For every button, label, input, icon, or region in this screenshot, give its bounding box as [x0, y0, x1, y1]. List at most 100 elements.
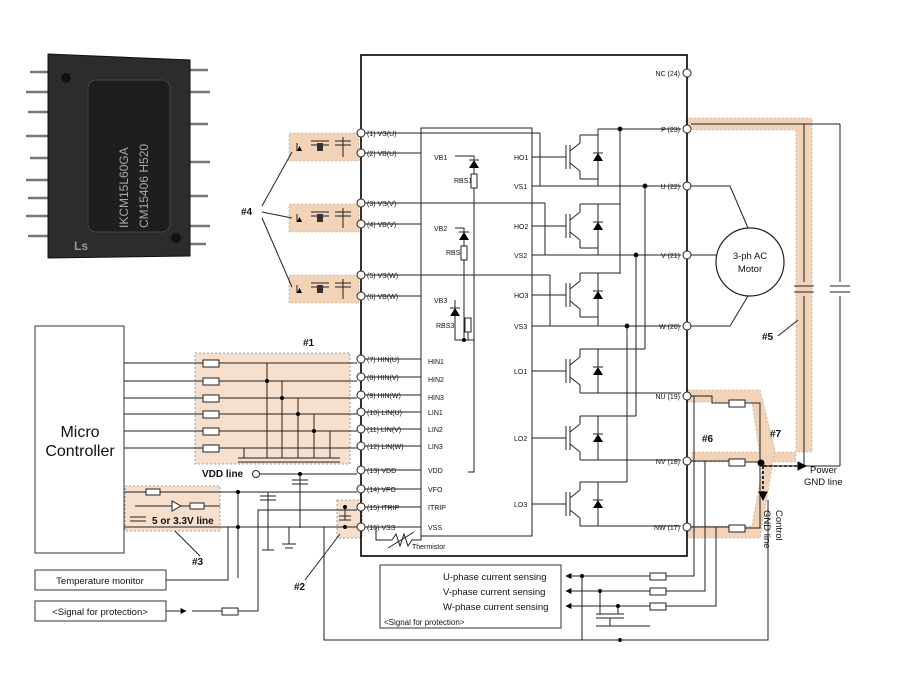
power-gnd-band: [685, 117, 813, 463]
power-gnd-label-2: GND line: [804, 477, 843, 488]
gate-driver-ic: [420, 127, 533, 537]
photo-logo: Ls: [74, 239, 88, 253]
pin-label-17: NW (17): [654, 525, 680, 532]
temp-monitor-wire: [166, 527, 229, 581]
igbt-array: [565, 134, 604, 527]
ipm-module-outline: [360, 54, 688, 557]
motor: 3-ph AC Motor: [691, 185, 785, 327]
shunt-resistors: [691, 395, 807, 533]
label-hin1: HIN1: [428, 359, 444, 366]
callout-5: #5: [762, 332, 774, 343]
vss-filter: [339, 505, 351, 529]
pin-label-12: (12) LIN(W): [367, 444, 404, 451]
label-vb2: VB2: [434, 226, 447, 233]
left-pin-column: [356, 128, 366, 532]
bootstrap-network-w: [288, 274, 360, 304]
pin-label-14: (14) VFO: [367, 487, 396, 494]
label-lin3: LIN3: [428, 444, 443, 451]
pin-label-7: (7) HIN(U): [367, 357, 399, 364]
pin-label-2: (2) VB(U): [367, 151, 397, 158]
micro-label-2: Controller: [45, 443, 115, 460]
callout-6: #6: [702, 434, 714, 445]
bootstrap-network-v: [288, 203, 360, 233]
pin-label-18: NV (18): [656, 459, 680, 466]
label-vs3: VS3: [514, 324, 527, 331]
label-ho2: HO2: [514, 224, 529, 231]
temperature-monitor-label: Temperature monitor: [56, 576, 144, 587]
pin-label-10: (10) LIN(U): [367, 410, 402, 417]
label-vs1: VS1: [514, 184, 527, 191]
label-ho3: HO3: [514, 293, 529, 300]
label-lo3: LO3: [514, 502, 527, 509]
gate-signal-labels: HO1 VS1 HO2 VS2 HO3 VS3 LO1 LO2 LO3: [514, 155, 529, 509]
photo-marking-1: IKCM15L60GA: [117, 147, 131, 228]
label-ho1: HO1: [514, 155, 529, 162]
pin-label-19: NU (19): [655, 394, 680, 401]
sensing-u-label: U-phase current sensing: [443, 572, 547, 583]
label-lo1: LO1: [514, 369, 527, 376]
callout-1: #1: [303, 338, 315, 349]
pin-label-11: (11) LIN(V): [367, 427, 401, 434]
pin-label-16: (16) VSS: [367, 525, 396, 532]
label-vb3: VB3: [434, 298, 447, 305]
current-sensing-box: [379, 564, 562, 629]
label-lin2: LIN2: [428, 427, 443, 434]
label-vb1: VB1: [434, 155, 447, 162]
sensing-w-label: W-phase current sensing: [443, 602, 548, 613]
micro-controller-box: [34, 325, 125, 554]
label-hin3: HIN3: [428, 395, 444, 402]
supply-line-label: 5 or 3.3V line: [152, 516, 214, 527]
vdd-line: VDD line: [202, 469, 357, 528]
left-pin-labels: (1) VS(U) (2) VB(U) (3) VS(V) (4) VB(V) …: [367, 131, 404, 532]
sensing-rc-network: [323, 396, 769, 642]
thermistor-label: Thermistor: [412, 544, 446, 551]
pin-label-13: (13) VDD: [367, 468, 396, 475]
pin-label-20: W (20): [659, 324, 680, 331]
micro-label-1: Micro: [60, 424, 99, 441]
bootstrap-network-u: [288, 132, 360, 162]
shunt-band: [687, 389, 776, 539]
pin-label-9: (9) HIN(W): [367, 393, 401, 400]
thermistor: Thermistor: [375, 527, 446, 551]
protection-signal-label: <Signal for protection>: [52, 607, 148, 618]
control-gnd-label-2: GND line: [761, 510, 772, 549]
motor-label-2: Motor: [738, 264, 762, 275]
pin-label-22: U (22): [661, 184, 680, 191]
vdd-line-label: VDD line: [202, 469, 244, 480]
label-lo2: LO2: [514, 436, 527, 443]
label-itrip: ITRIP: [428, 505, 446, 512]
current-sensing-labels: U-phase current sensing V-phase current …: [384, 572, 548, 627]
callout-3: #3: [192, 557, 204, 568]
pin-label-23: P (23): [661, 127, 680, 134]
motor-label-1: 3-ph AC: [733, 251, 767, 262]
bootstrap-diodes: [365, 152, 479, 473]
control-gnd-label-1: Control: [773, 510, 784, 541]
pin-label-8: (8) HIN(V): [367, 375, 399, 382]
label-vs2: VS2: [514, 253, 527, 260]
label-vss: VSS: [428, 525, 442, 532]
pin-label-15: (15) ITRIP: [367, 505, 400, 512]
pin-label-5: (5) VS(W): [367, 273, 398, 280]
label-hin2: HIN2: [428, 377, 444, 384]
label-lin1: LIN1: [428, 410, 443, 417]
label-vfo: VFO: [428, 487, 443, 494]
pin-label-1: (1) VS(U): [367, 131, 397, 138]
pin-label-24: NC (24): [655, 71, 680, 78]
label-rbs3: RBS3: [436, 323, 454, 330]
power-gnd-label-1: Power: [810, 465, 837, 476]
pin-label-3: (3) VS(V): [367, 201, 396, 208]
input-rc-filters: [124, 359, 357, 463]
right-pin-labels: NC (24) P (23) U (22) V (21) W (20) NU (…: [654, 71, 680, 532]
module-photo: IKCM15L60GA CM15406 H520 Ls: [26, 53, 210, 259]
sensing-protection-label: <Signal for protection>: [384, 618, 465, 627]
callout-4: #4: [241, 207, 253, 218]
fault-pullup-circuit: 5 or 3.3V line: [124, 488, 357, 578]
label-vdd: VDD: [428, 468, 443, 475]
protection-input-wire: [166, 509, 357, 616]
callouts: #1 #2 #3 #4 #5 #6 #7: [174, 151, 799, 593]
callout-2: #2: [294, 582, 306, 593]
pin-label-4: (4) VB(V): [367, 222, 396, 229]
dc-bus: [691, 123, 850, 467]
internal-input-wires: [365, 132, 551, 528]
